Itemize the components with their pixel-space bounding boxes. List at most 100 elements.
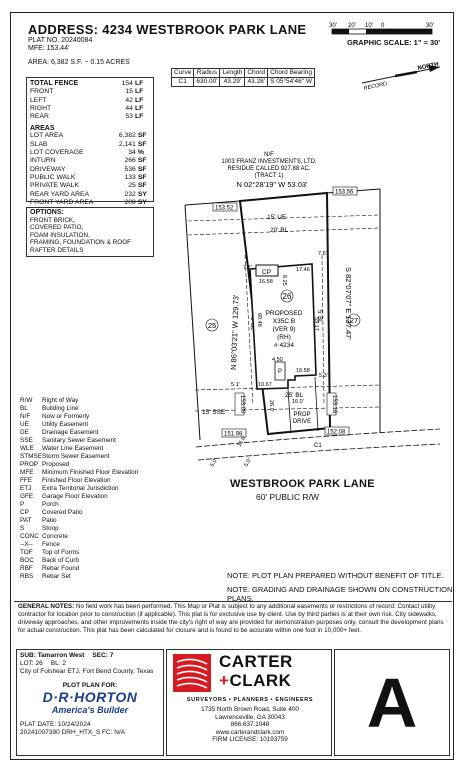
areas-title: AREAS bbox=[30, 125, 55, 133]
legend-row: --X-- Fence bbox=[20, 541, 138, 549]
lot-info-box: SUB: Tamarron West SEC: 7 LOT: 26 BL: 2 … bbox=[16, 649, 164, 756]
legend-meaning: Now or Formerly bbox=[42, 413, 90, 420]
sheet-letter: A bbox=[366, 664, 418, 742]
dim-label: 7.7' bbox=[243, 265, 252, 271]
legend-meaning: Patio bbox=[42, 517, 57, 524]
firm-phone: 866.637.1048 bbox=[230, 721, 270, 728]
legend-abbrev: --X-- bbox=[20, 541, 33, 548]
dim-label: 5.1' bbox=[231, 382, 240, 388]
nf-line: 1003 FRANZ INVESTMENTS, LTD. bbox=[221, 159, 317, 165]
dim-label: 6.25 bbox=[281, 275, 287, 286]
dim-label: 10.67 bbox=[258, 382, 272, 388]
note-title: NOTE: PLOT PLAN PREPARED WITHOUT BENEFIT… bbox=[227, 571, 444, 580]
plot-plan-for: PLOT PLAN FOR: bbox=[62, 682, 118, 689]
firm-contact: 1735 North Brown Road, Suite 400 Lawrenc… bbox=[167, 706, 333, 744]
dim-label: 26.0' bbox=[268, 400, 274, 412]
note-grading: NOTE: GRADING AND DRAINAGE SHOWN ON CONS… bbox=[227, 585, 453, 603]
right-of-way: 60' PUBLIC R/W bbox=[256, 492, 320, 502]
options-title: OPTIONS: bbox=[30, 209, 64, 216]
legend-meaning: Porch bbox=[42, 501, 59, 508]
legend-abbrev: PAT bbox=[20, 517, 32, 524]
firm-tagline: SURVEYORS • PLANNERS • ENGINEERS bbox=[186, 697, 314, 703]
north-arrow: NORTH RECORD bbox=[361, 62, 441, 92]
dim-label: 4.50 bbox=[272, 357, 283, 363]
firm-website[interactable]: www.carterandclark.com bbox=[215, 728, 285, 736]
legend-meaning: Finished Floor Elevation bbox=[42, 477, 111, 484]
address-label: ADDRESS: bbox=[28, 22, 99, 37]
subdivision: SUB: Tamarron West bbox=[20, 652, 85, 659]
house-footprint bbox=[249, 263, 317, 390]
legend-row: N/F Now or Formerly bbox=[20, 413, 138, 421]
right-bearing: S 82°07'07" E 137.47' bbox=[344, 267, 353, 340]
legend-meaning: Extra Territorial Jurisdiction bbox=[42, 485, 119, 492]
dim-label: 5.0' bbox=[244, 457, 254, 468]
sheet-box: A bbox=[334, 649, 450, 756]
dim-label: 7.6' bbox=[318, 251, 327, 257]
legend-meaning: Drainage Easement bbox=[42, 429, 99, 436]
house-line: X35C B bbox=[273, 318, 295, 325]
elevation: 152.08 bbox=[327, 430, 346, 436]
firm-name-2-wrap: +CLARK bbox=[219, 671, 291, 691]
legend-meaning: Concrete bbox=[42, 533, 68, 540]
section: SEC: 7 bbox=[92, 652, 114, 659]
record-label: RECORD bbox=[363, 81, 388, 92]
front-bl-label: 25' BL bbox=[285, 392, 304, 399]
ue-label: 15' UE bbox=[267, 214, 287, 221]
firm-address-1: 1735 North Brown Road, Suite 400 bbox=[201, 706, 299, 713]
builder-tagline: America's Builder bbox=[51, 705, 129, 715]
legend-meaning: Fence bbox=[42, 541, 60, 548]
legend-abbrev: PROP bbox=[20, 461, 39, 468]
legend-abbrev: CP bbox=[20, 509, 29, 516]
scale-tick: 0 bbox=[381, 23, 385, 29]
legend-abbrev: N/F bbox=[20, 413, 31, 420]
address-heading: ADDRESS: 4234 WESTBROOK PARK LANE bbox=[28, 22, 306, 37]
site-plan: NORTH RECORD N/F 1003 FRANZ INVESTMENTS,… bbox=[184, 62, 441, 468]
left-bearing: N 86°03'21" W 129.73' bbox=[229, 294, 241, 370]
legend-meaning: Back of Curb bbox=[42, 557, 79, 564]
legend-abbrev: UE bbox=[20, 421, 29, 428]
option-line: RAFTER DETAILS bbox=[30, 246, 84, 254]
graphic-scale: 30' 20' 10' 0 30' bbox=[329, 23, 434, 35]
legend-abbrev: RBS bbox=[20, 573, 34, 580]
option-line: FOAM INSULATION, bbox=[30, 231, 90, 239]
north-label: NORTH bbox=[417, 62, 439, 72]
cp-label: CP bbox=[262, 269, 271, 276]
lot: LOT: 26 bbox=[20, 660, 43, 667]
covered-patio bbox=[255, 264, 279, 277]
legend-abbrev: R/W bbox=[20, 397, 33, 404]
nf-line: N/F bbox=[264, 152, 274, 158]
plat-number: PLAT NO. 20240084 bbox=[28, 37, 93, 44]
legend-meaning: Rebar Found bbox=[42, 565, 80, 572]
scale-label: GRAPHIC SCALE: 1" = 30' bbox=[347, 38, 441, 47]
legend-abbrev: GFE bbox=[20, 493, 34, 500]
legend-abbrev: STMSE bbox=[20, 453, 43, 460]
legend-row: RBF Rebar Found bbox=[20, 565, 138, 573]
firm-license: FIRM LICENSE: 10193759 bbox=[212, 736, 288, 743]
scale-tick: 30' bbox=[329, 23, 337, 29]
house-line: (VER 9) bbox=[272, 326, 295, 333]
firm-logo-icon bbox=[173, 654, 211, 692]
builder-logo: D·R·HORTON bbox=[42, 689, 138, 705]
dim-label: 60.46 bbox=[256, 313, 262, 327]
rear-bearing: N 02°28'19" W 53.03' bbox=[236, 180, 308, 189]
legend-abbrev: RBF bbox=[20, 565, 33, 572]
firm-plus: + bbox=[219, 671, 230, 690]
legend-abbrev: BL bbox=[20, 405, 28, 412]
jurisdiction: City of Fulshear ETJ, Fort Bend County, … bbox=[20, 668, 154, 675]
elevation: 153.52 bbox=[215, 206, 234, 212]
porch-label: P bbox=[278, 369, 282, 375]
adjacent-lot-left: 25 bbox=[208, 321, 216, 330]
